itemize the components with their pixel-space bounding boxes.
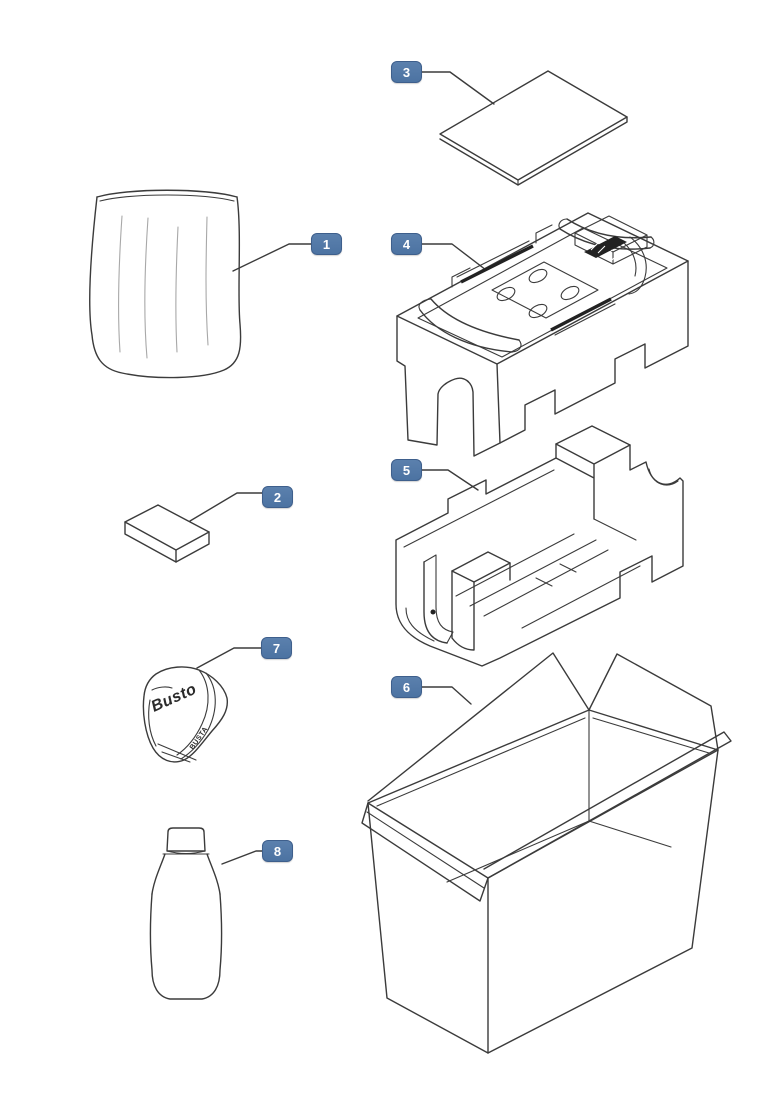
callout-badge-7: 7 xyxy=(261,637,292,659)
leader-line-4 xyxy=(421,243,487,271)
hatched-label xyxy=(584,236,627,261)
callout-badge-4: 4 xyxy=(391,233,422,255)
leader-line-5 xyxy=(421,469,479,491)
foam-plate-holes xyxy=(496,268,580,319)
carton-flap-back-right xyxy=(588,653,719,751)
leader-line-1 xyxy=(232,243,312,272)
document-sheet-drawing xyxy=(439,70,628,186)
carton-flap-front-right xyxy=(483,731,732,879)
callout-badge-8: 8 xyxy=(262,840,293,862)
carton-box-drawing xyxy=(361,652,732,1054)
logo-cover-drawing: Busto BUSTA xyxy=(142,666,229,763)
foam-hole-plate xyxy=(491,261,599,319)
bottle-cap xyxy=(166,827,206,852)
callout-badge-1: 1 xyxy=(311,233,342,255)
leader-line-7 xyxy=(196,647,262,669)
callout-badge-3: 3 xyxy=(391,61,422,83)
protective-bag-drawing xyxy=(89,189,242,379)
carton-flap-front-left xyxy=(361,802,489,902)
leader-lines xyxy=(189,71,495,865)
callout-badge-6: 6 xyxy=(391,676,422,698)
foam-top-insert-drawing xyxy=(396,212,689,457)
leader-line-8 xyxy=(221,850,263,865)
accessory-box-drawing xyxy=(124,504,210,563)
carton-flap-back-left xyxy=(367,652,590,802)
callout-badge-2: 2 xyxy=(262,486,293,508)
bottle-drawing xyxy=(149,827,223,1000)
leader-line-6 xyxy=(421,686,472,705)
leader-line-2 xyxy=(189,492,263,522)
leader-line-3 xyxy=(421,71,495,105)
callout-badge-5: 5 xyxy=(391,459,422,481)
foam-pin-hole xyxy=(430,609,436,615)
cover-logo-text: Busto xyxy=(149,681,200,716)
foam-bottom-insert-drawing xyxy=(395,425,684,667)
